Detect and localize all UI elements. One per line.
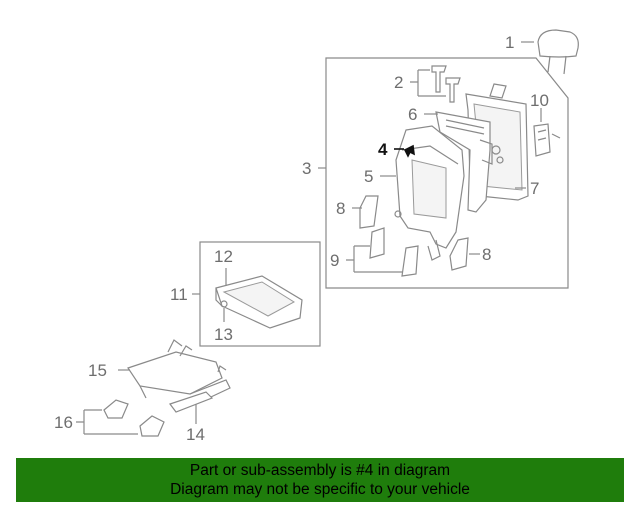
clip-part-4[interactable] xyxy=(403,144,415,158)
label-8a: 8 xyxy=(336,199,345,218)
seat-frame-part[interactable] xyxy=(127,339,231,405)
label-14: 14 xyxy=(186,425,205,444)
side-cover-right-part[interactable] xyxy=(449,237,469,271)
label-13: 13 xyxy=(214,325,233,344)
label-5: 5 xyxy=(364,167,373,186)
label-3: 3 xyxy=(302,159,311,178)
bracket-part[interactable] xyxy=(533,123,561,157)
label-2: 2 xyxy=(394,73,403,92)
hinge-cover-part[interactable] xyxy=(103,399,165,437)
label-10: 10 xyxy=(530,91,549,110)
label-11: 11 xyxy=(170,285,188,304)
label-9: 9 xyxy=(330,251,339,270)
seatback-cover-part[interactable] xyxy=(394,125,465,261)
parts-diagram: 1 3 2 7 6 10 5 xyxy=(54,29,579,444)
label-6: 6 xyxy=(408,105,417,124)
seatback-group-box xyxy=(325,57,569,289)
label-4: 4 xyxy=(378,140,388,159)
label-16: 16 xyxy=(54,413,73,432)
headrest-part[interactable] xyxy=(537,29,579,75)
info-banner: Part or sub-assembly is #4 in diagram Di… xyxy=(16,458,624,502)
label-7: 7 xyxy=(530,179,539,198)
trim-part[interactable] xyxy=(369,227,419,277)
leader-2 xyxy=(410,69,446,97)
banner-line-2: Diagram may not be specific to your vehi… xyxy=(170,481,470,498)
leader-16 xyxy=(76,409,138,435)
label-8b: 8 xyxy=(482,245,491,264)
seat-track-part[interactable] xyxy=(169,391,214,413)
label-1: 1 xyxy=(505,33,514,52)
seatback-frame-part[interactable] xyxy=(435,111,504,213)
leader-9 xyxy=(346,245,402,273)
side-cover-left-part[interactable] xyxy=(359,195,379,229)
clip-part-13[interactable] xyxy=(220,300,228,308)
label-15: 15 xyxy=(88,361,107,380)
seat-cushion-part[interactable] xyxy=(215,275,303,329)
label-12: 12 xyxy=(214,247,233,266)
headrest-guide-part[interactable] xyxy=(431,65,461,103)
banner-line-1: Part or sub-assembly is #4 in diagram xyxy=(189,462,451,479)
